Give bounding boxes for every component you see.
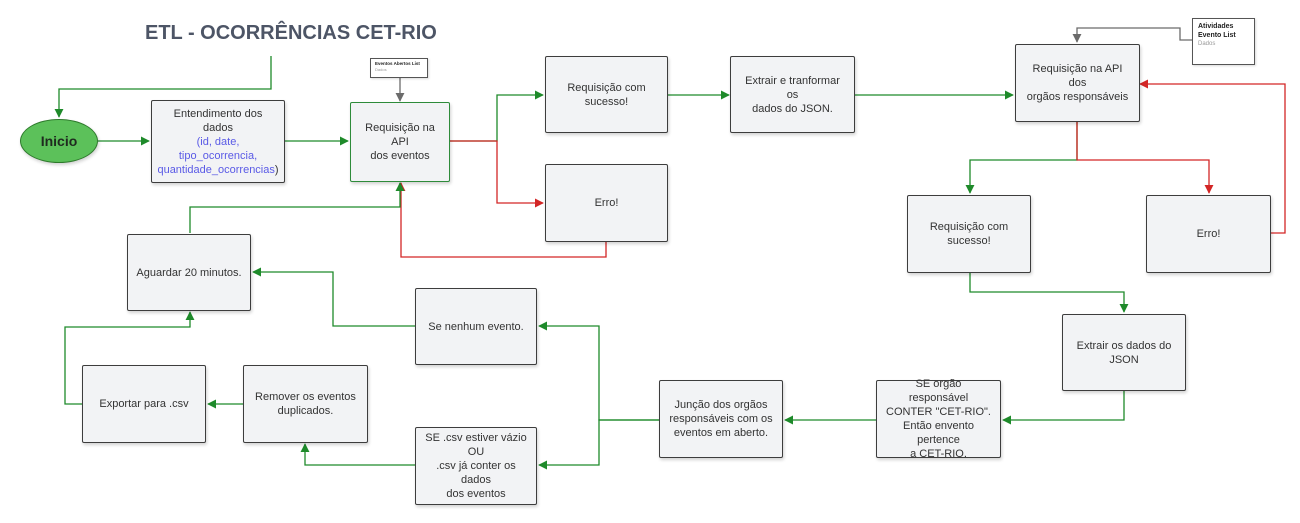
note-atividades-evento[interactable]: Atividades Evento List Dados <box>1192 18 1255 65</box>
node-req-api-orgaos[interactable]: Requisição na API dos orgãos responsávei… <box>1015 44 1140 122</box>
node-se-csv-line1: SE .csv estiver vázio OU <box>425 432 527 458</box>
connector-juncao-to-se-nenhum <box>538 321 659 421</box>
note-atividades-evento-title2: Evento List <box>1198 32 1236 39</box>
node-extrair-transformar[interactable]: Extrair e tranformar os dados do JSON. <box>730 56 855 133</box>
node-req-api-eventos-line2: dos eventos <box>370 150 430 162</box>
node-erro1[interactable]: Erro! <box>545 164 668 242</box>
node-juncao-line3: eventos em aberto. <box>673 427 769 439</box>
node-extrair-transformar-line1: Extrair e tranformar os <box>745 74 840 101</box>
node-req-api-eventos-line1: Requisição na API <box>365 122 435 148</box>
node-se-csv-line3: dos eventos <box>446 488 506 500</box>
node-juncao-line2: responsáveis com os <box>669 413 773 425</box>
node-sucesso2[interactable]: Requisição com sucesso! <box>907 195 1031 273</box>
note-eventos-abertos-subtitle: Dados <box>375 67 387 72</box>
connector-req-api-to-sucesso <box>450 90 544 142</box>
node-req-api-eventos[interactable]: Requisição na API dos eventos <box>350 102 450 182</box>
connector-req-orgaos-to-sucesso2 <box>965 122 1078 194</box>
node-se-csv[interactable]: SE .csv estiver vázio OU .csv já conter … <box>415 427 537 505</box>
connector-se-nenhum-to-aguardar <box>252 267 415 327</box>
node-sucesso2-line1: Requisição com <box>929 221 1009 233</box>
node-req-api-orgaos-line2: orgãos responsáveis <box>1026 91 1129 103</box>
node-extrair-json[interactable]: Extrair os dados do JSON <box>1062 314 1186 391</box>
node-juncao-line1: Junção dos orgãos <box>674 399 768 411</box>
node-remover-line1: Remover os eventos <box>255 391 356 403</box>
note-atividades-evento-title1: Atividades <box>1198 23 1234 30</box>
note-eventos-abertos[interactable]: Eventos Abertos List Dados <box>370 58 428 78</box>
node-se-nenhum-line1: Se nenhum evento. <box>428 320 524 333</box>
diagram-title: ETL - OCORRÊNCIAS CET-RIO <box>145 22 437 44</box>
connector-juncao-to-se-csv <box>538 419 659 470</box>
node-entendimento-line1: Entendimento dos dados <box>173 107 263 134</box>
connector-erro2-loop-back <box>1139 79 1286 234</box>
node-sucesso1-line2: sucesso! <box>584 95 629 108</box>
node-extrair-json-line2: JSON <box>1109 353 1139 366</box>
node-entendimento[interactable]: Entendimento dos dados (id, date, tipo_o… <box>151 100 285 183</box>
node-req-api-orgaos-line1: Requisição na API dos <box>1032 63 1123 89</box>
connector-exportar-to-aguardar <box>64 311 195 405</box>
note-eventos-abertos-title: Eventos Abertos List <box>375 61 420 66</box>
node-remover[interactable]: Remover os eventos duplicados. <box>243 365 368 443</box>
node-entendimento-line3: quantidade_ocorrencias <box>157 163 275 176</box>
node-se-orgao-line3: Então envento pertence <box>903 420 974 446</box>
node-aguardar-line1: Aguardar 20 minutos. <box>136 266 242 279</box>
node-sucesso1[interactable]: Requisição com sucesso! <box>545 56 668 133</box>
node-sucesso1-line1: Requisição com <box>567 81 646 94</box>
node-se-csv-line2: .csv já conter os dados <box>436 460 516 486</box>
note-atividades-evento-subtitle: Dados <box>1198 41 1216 47</box>
node-se-orgao-line1: SE orgão responsável <box>908 378 969 404</box>
node-erro1-line1: Erro! <box>594 197 619 209</box>
connector-erro-loop-back <box>396 182 607 258</box>
connector-title-to-start <box>54 56 272 118</box>
node-extrair-json-line1: Extrair os dados do <box>1076 339 1172 352</box>
connector-sucesso2-to-extrair-json <box>969 273 1129 313</box>
node-se-orgao[interactable]: SE orgão responsável CONTER "CET-RIO". E… <box>876 378 1001 460</box>
node-se-orgao-line2: CONTER "CET-RIO". <box>886 406 991 418</box>
node-entendimento-line3-end: ) <box>274 163 279 176</box>
connector-se-csv-to-remover <box>300 443 415 466</box>
node-erro2-line1: Erro! <box>1196 228 1221 240</box>
connector-extrair-json-to-se-orgao <box>1002 391 1125 425</box>
connector-req-api-to-erro <box>450 140 544 208</box>
connector-note2-to-req-orgaos <box>1072 27 1192 43</box>
node-exportar[interactable]: Exportar para .csv <box>82 365 206 443</box>
node-erro2[interactable]: Erro! <box>1146 195 1271 273</box>
connector-aguardar-to-req-api <box>189 182 405 233</box>
node-sucesso2-line2: sucesso! <box>947 235 991 247</box>
connector-req-orgaos-to-erro2 <box>1076 122 1214 194</box>
node-exportar-line1: Exportar para .csv <box>99 398 189 410</box>
node-aguardar[interactable]: Aguardar 20 minutos. <box>127 234 251 311</box>
node-se-orgao-line4: a CET-RIO. <box>910 448 967 460</box>
start-node[interactable]: Inicio <box>20 119 98 163</box>
node-juncao[interactable]: Junção dos orgãos responsáveis com os ev… <box>659 380 783 458</box>
node-remover-line2: duplicados. <box>277 405 334 417</box>
node-extrair-transformar-line2: dados do JSON. <box>752 102 833 115</box>
node-entendimento-line2: (id, date, tipo_ocorrencia, <box>178 135 258 162</box>
node-se-nenhum[interactable]: Se nenhum evento. <box>415 288 537 365</box>
